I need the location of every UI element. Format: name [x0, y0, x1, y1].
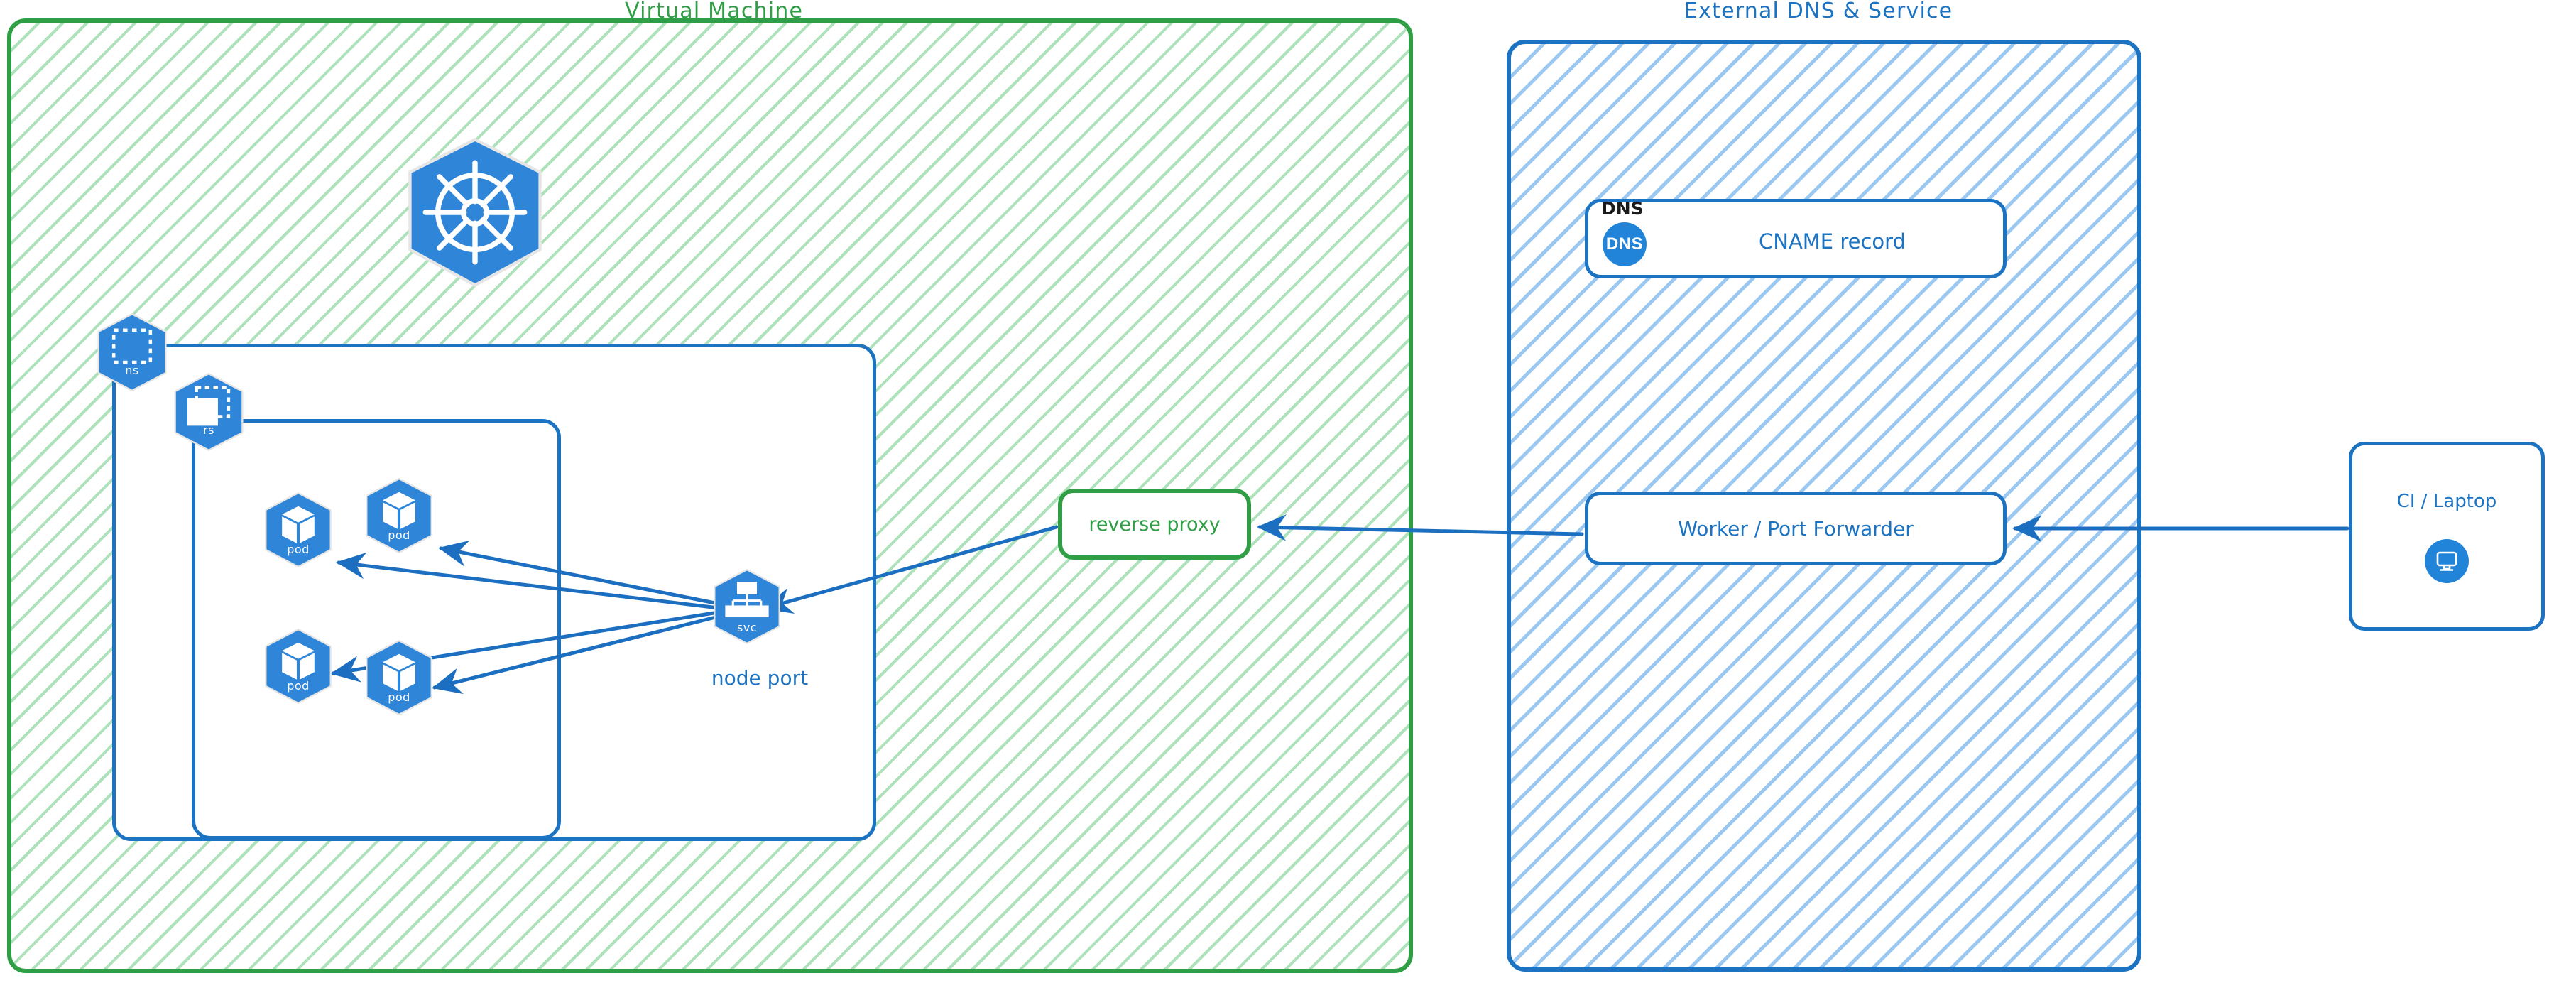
arrow-reverse-proxy-to-nodeport: [763, 525, 1059, 614]
arrow-nodeport-to-pod-4: [432, 614, 721, 695]
worker-port-forwarder-card[interactable]: Worker / Port Forwarder: [1585, 492, 2007, 565]
service-badge: svc: [710, 568, 784, 645]
ci-laptop-card[interactable]: CI / Laptop: [2349, 442, 2545, 631]
replicaset-container: [192, 419, 561, 840]
node-port-caption: node port: [711, 666, 809, 690]
pod-badge-1: pod: [261, 492, 335, 568]
kubernetes-logo-icon: [398, 135, 552, 290]
pod-badge-3: pod: [261, 628, 335, 705]
ci-laptop-label: CI / Laptop: [2396, 491, 2497, 512]
dns-icon-label: DNS: [1605, 234, 1644, 254]
arrow-nodeport-to-pod-2: [438, 540, 721, 606]
arrow-nodeport-to-pod-1: [336, 552, 721, 610]
arrow-worker-to-reverse-proxy: [1257, 514, 1584, 541]
reverse-proxy-box[interactable]: reverse proxy: [1058, 489, 1251, 560]
desktop-monitor-icon: [2425, 539, 2469, 583]
replicaset-badge-label: rs: [203, 423, 214, 437]
dns-icon: DNS: [1603, 222, 1647, 266]
external-dns-service-title: External DNS & Service: [1684, 0, 1953, 23]
pod-badge-label: pod: [287, 679, 310, 693]
pod-badge-label: pod: [388, 690, 410, 704]
cname-record-label: CNAME record: [1759, 229, 1906, 254]
service-badge-label: svc: [736, 621, 758, 634]
reverse-proxy-label: reverse proxy: [1088, 513, 1221, 536]
pod-badge-label: pod: [287, 543, 310, 556]
namespace-badge: ns: [94, 313, 170, 392]
pod-badge-label: pod: [388, 528, 410, 542]
dns-card[interactable]: DNS DNS CNAME record: [1585, 198, 2007, 278]
pod-badge-2: pod: [362, 477, 436, 554]
pod-badge-4: pod: [362, 639, 436, 716]
dns-card-header: DNS: [1601, 198, 1644, 219]
replicaset-badge: rs: [170, 372, 247, 452]
worker-port-forwarder-label: Worker / Port Forwarder: [1678, 516, 1914, 541]
namespace-badge-label: ns: [125, 364, 139, 377]
